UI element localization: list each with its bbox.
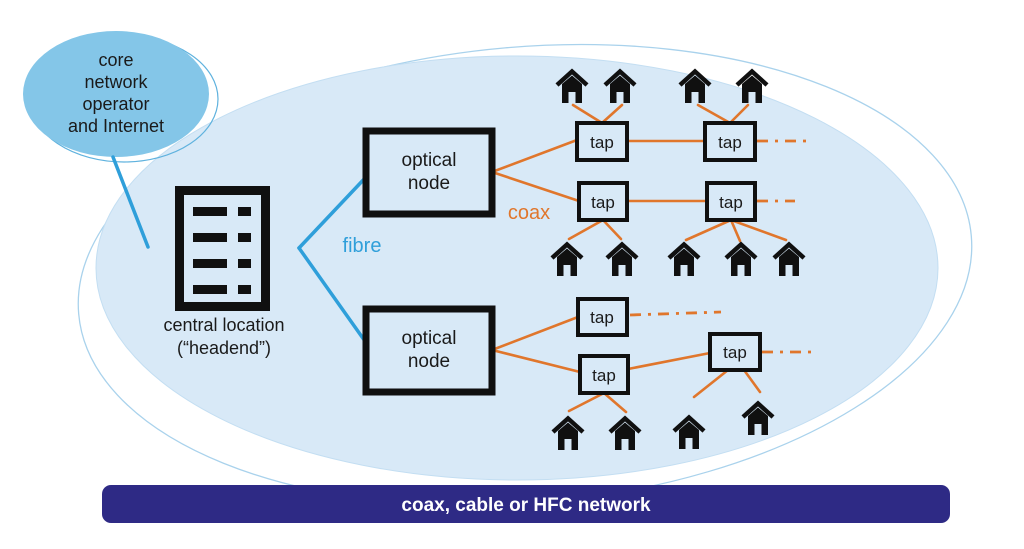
tap7-label: tap [723,343,747,362]
tap3-label: tap [591,193,615,212]
fibre-link-top [297,174,369,250]
coax-tap4-house [684,218,733,242]
core-network-bubble [23,31,209,157]
tap-box-4: tap [705,181,757,222]
coax-continuation [629,310,722,317]
coax-label: coax [508,202,550,224]
coax-tap2-house [728,103,750,125]
optical-node-bottom: optical node [362,305,496,396]
optical-node-bottom-label1: optical [402,328,457,349]
coax-node1-tap1 [490,138,579,174]
optical-node-bottom-label2: node [408,351,450,372]
coax-tap4-house [729,218,788,242]
coax-tap6-house [567,391,606,413]
fibre-link-bottom [297,246,369,346]
coax-tap7-house [742,368,762,394]
coax-tap7-house [692,368,730,399]
tap-box-7: tap [708,332,762,372]
coax-tap4-house [729,218,742,243]
headend-icon [175,186,270,311]
tap4-label: tap [719,193,743,212]
headend-label-line1: central location [163,315,284,335]
tap-box-5: tap [576,297,629,337]
coax-tap6-house [602,391,628,414]
core-bubble-line2: network [84,72,148,92]
coax-tap1-house [571,103,604,125]
coax-tap6-tap7 [626,351,712,371]
core-to-headend-link [111,155,150,249]
tap-box-6: tap [578,354,630,395]
core-bubble-line4: and Internet [68,116,164,136]
tap-box-1: tap [575,121,629,162]
network-banner [102,485,950,523]
tap5-label: tap [590,308,614,327]
tap2-label: tap [718,133,742,152]
tap1-label: tap [590,133,614,152]
fibre-label: fibre [343,235,382,257]
coax-node2-tap5 [490,315,580,352]
coax-node2-tap6 [490,348,582,374]
headend-label-line2: (“headend”) [177,338,271,358]
coax-tap2-house [696,103,732,125]
network-banner-label: coax, cable or HFC network [401,495,651,516]
tap6-label: tap [592,366,616,385]
core-bubble-line3: operator [82,94,149,114]
coax-tap3-house [601,218,623,241]
optical-node-top: optical node [362,127,496,218]
optical-node-top-label1: optical [402,150,457,171]
optical-node-top-label2: node [408,173,450,194]
coax-node1-tap3 [490,170,581,203]
core-bubble-line1: core [98,50,133,70]
tap-box-2: tap [703,121,757,162]
coax-tap1-house [600,103,624,125]
coax-tap3-house [567,218,605,241]
tap-box-3: tap [577,181,629,222]
